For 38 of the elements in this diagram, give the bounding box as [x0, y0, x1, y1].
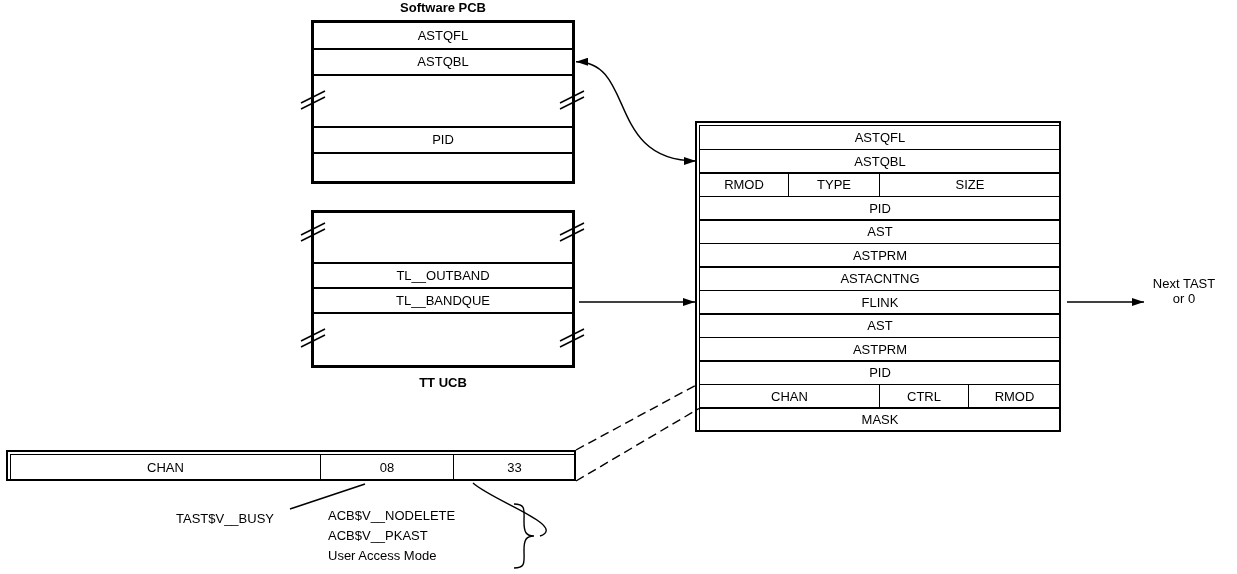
- record-field: ASTQBL: [699, 148, 1061, 174]
- structure-title: Software PCB: [399, 0, 487, 15]
- record-field: ASTQFL: [313, 22, 573, 50]
- arrow: [578, 298, 696, 306]
- record-field: AST: [699, 219, 1061, 244]
- structure-title: TT UCB: [418, 375, 468, 390]
- record-field: ASTQBL: [313, 48, 573, 76]
- pointer-label: TAST$V__BUSY: [176, 511, 274, 526]
- record-outline: [695, 121, 1061, 432]
- record-field: PID: [699, 195, 1061, 221]
- projection-line: [575, 407, 700, 482]
- flag-label: ACB$V__NODELETE: [328, 508, 456, 523]
- record-field: ASTACNTNG: [699, 266, 1061, 291]
- record-field: [313, 152, 573, 182]
- record-field: ASTPRM: [699, 242, 1061, 268]
- record-field: [313, 74, 573, 128]
- record-field: TL__BANDQUE: [313, 287, 573, 314]
- record-field: MASK: [699, 407, 1061, 432]
- record-field: RMOD: [699, 172, 789, 197]
- flag-label: ACB$V__PKAST: [328, 528, 428, 543]
- leader-line: [289, 483, 366, 510]
- record-field: CHAN: [699, 383, 880, 409]
- record-field: CHAN: [10, 454, 321, 481]
- record-field: ASTPRM: [699, 336, 1061, 362]
- record-field: [313, 312, 573, 366]
- arrow: [1066, 298, 1145, 306]
- pointer-label: Next TAST or 0: [1152, 276, 1216, 306]
- record-field: ASTQFL: [699, 125, 1061, 150]
- record-field: PID: [313, 126, 573, 154]
- record-field: TL__OUTBAND: [313, 262, 573, 289]
- record-outline: [6, 450, 576, 481]
- record-field: AST: [699, 313, 1061, 338]
- record-field: PID: [699, 360, 1061, 385]
- leader-line: [472, 482, 547, 537]
- record-field: [313, 212, 573, 264]
- arrow: [575, 59, 697, 164]
- flag-label: User Access Mode: [328, 548, 437, 563]
- record-field: FLINK: [699, 289, 1061, 315]
